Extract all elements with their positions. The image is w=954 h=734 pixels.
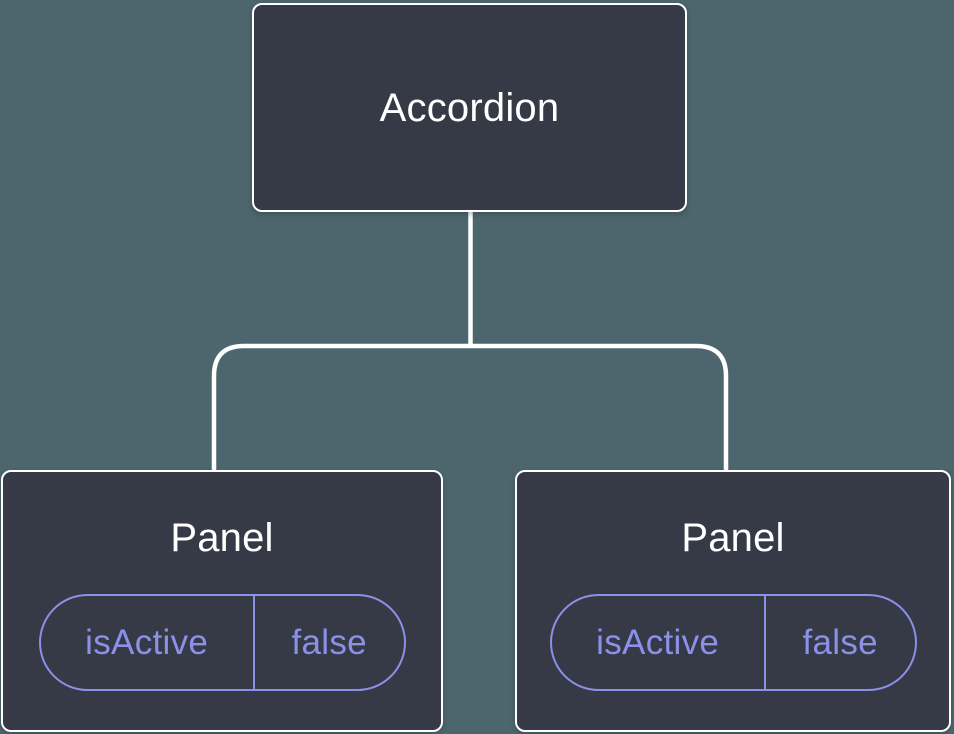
tree-node-panel-1: Panel isActive false bbox=[1, 470, 443, 732]
state-value: false bbox=[763, 596, 915, 689]
node-label: Panel bbox=[681, 516, 785, 560]
node-label: Accordion bbox=[379, 85, 560, 130]
node-label: Panel bbox=[170, 516, 274, 560]
state-pill: isActive false bbox=[38, 594, 406, 691]
connector-bracket bbox=[211, 343, 729, 471]
state-name: isActive bbox=[85, 622, 209, 662]
tree-node-panel-2: Panel isActive false bbox=[515, 470, 951, 732]
tree-node-accordion: Accordion bbox=[252, 3, 687, 212]
state-pill: isActive false bbox=[549, 594, 917, 691]
state-value: false bbox=[252, 596, 404, 689]
state-name: isActive bbox=[596, 622, 720, 662]
